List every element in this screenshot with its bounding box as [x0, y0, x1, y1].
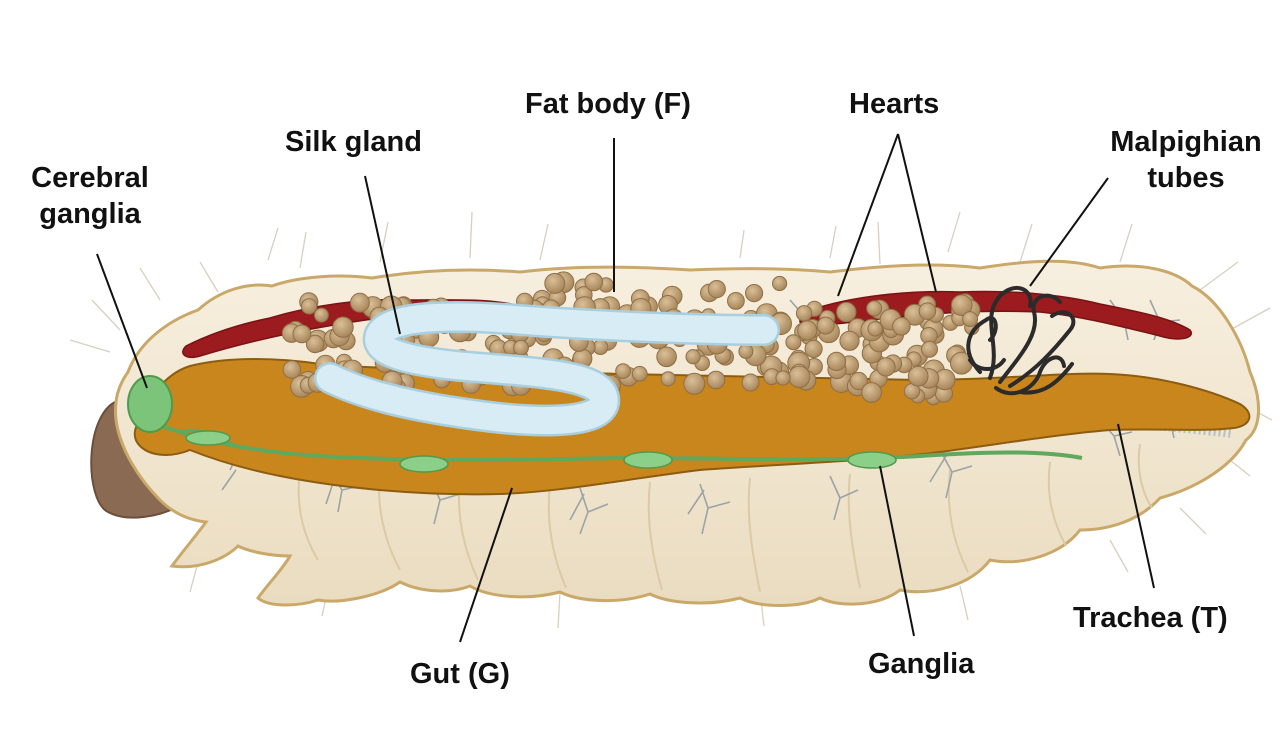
cerebral-ganglia: [127, 375, 173, 433]
leader-hearts-1: [837, 133, 899, 297]
fat-cell: [656, 346, 677, 368]
leader-ganglia: [879, 465, 915, 637]
label-fat-body: Fat body (F): [525, 88, 691, 120]
leader-silk-gland: [364, 175, 401, 335]
fat-cell: [300, 298, 318, 315]
fat-cell: [350, 292, 370, 313]
label-silk-gland: Silk gland: [285, 126, 422, 158]
fat-cell: [513, 339, 529, 356]
label-malpighian-line1: Malpighian: [1110, 126, 1262, 158]
fat-cell: [685, 349, 701, 365]
label-gut: Gut (G): [410, 658, 510, 690]
fat-cell: [707, 280, 726, 299]
fat-cell: [727, 292, 745, 310]
fat-cell: [867, 321, 883, 337]
fat-cell: [775, 370, 791, 386]
leader-lines: [96, 133, 1155, 643]
fat-cell: [795, 305, 813, 322]
fat-cell: [836, 301, 857, 323]
fat-cell: [738, 343, 754, 359]
fat-cell: [660, 371, 676, 387]
label-cerebral-ganglia-line1: Cerebral: [31, 162, 149, 194]
fat-cell: [544, 272, 566, 294]
fat-cell: [305, 334, 325, 354]
leader-gut: [459, 487, 513, 643]
fat-cell: [849, 371, 868, 391]
leader-trachea: [1117, 423, 1155, 589]
fat-cell: [950, 294, 973, 317]
fat-cell: [282, 360, 302, 379]
ventral-nerve-cord: [155, 422, 1083, 462]
fat-cell: [797, 320, 818, 341]
fat-cell: [706, 370, 726, 390]
fat-cell: [615, 363, 631, 380]
label-cerebral-ganglia-line2: ganglia: [39, 198, 141, 230]
leader-cerebral-ganglia: [96, 253, 148, 389]
label-trachea: Trachea (T): [1073, 602, 1228, 634]
fat-cell: [292, 324, 312, 344]
fat-cell: [962, 311, 979, 328]
fat-cell: [631, 365, 648, 382]
label-hearts: Hearts: [849, 88, 940, 120]
leader-malpighian: [1029, 177, 1109, 287]
label-malpighian-line2: tubes: [1147, 162, 1225, 194]
fat-cell: [866, 300, 883, 317]
fat-cell: [584, 272, 604, 292]
fat-cell: [918, 302, 937, 321]
fat-cell: [772, 275, 788, 292]
ganglion-3: [623, 451, 673, 469]
malpighian-tubes: [966, 285, 1076, 396]
fat-cell: [785, 334, 802, 351]
silk-gland-inner: [316, 303, 778, 434]
fat-cell: [826, 351, 847, 372]
fat-cell: [907, 365, 929, 387]
fat-cell: [892, 317, 911, 336]
leader-hearts-2: [897, 133, 937, 293]
ganglion-2: [399, 455, 449, 473]
fat-cell: [839, 330, 860, 351]
fat-cell: [788, 365, 811, 388]
fat-cell: [876, 357, 896, 377]
fat-cell: [745, 284, 764, 303]
ganglion-4: [847, 451, 897, 469]
fat-cell: [332, 316, 354, 338]
fat-cell: [313, 307, 329, 323]
ganglion-1: [185, 430, 231, 446]
fat-cell: [804, 339, 823, 358]
fat-cell: [741, 373, 760, 392]
fat-cell: [683, 372, 706, 395]
label-cerebral-ganglia: Cerebral ganglia: [20, 160, 160, 232]
fat-cell: [816, 316, 835, 335]
label-ganglia: Ganglia: [868, 648, 975, 680]
fat-cell: [921, 340, 938, 358]
bristles: [69, 211, 1273, 629]
fat-cell: [861, 382, 882, 403]
label-malpighian-tubes: Malpighian tubes: [1096, 124, 1276, 196]
